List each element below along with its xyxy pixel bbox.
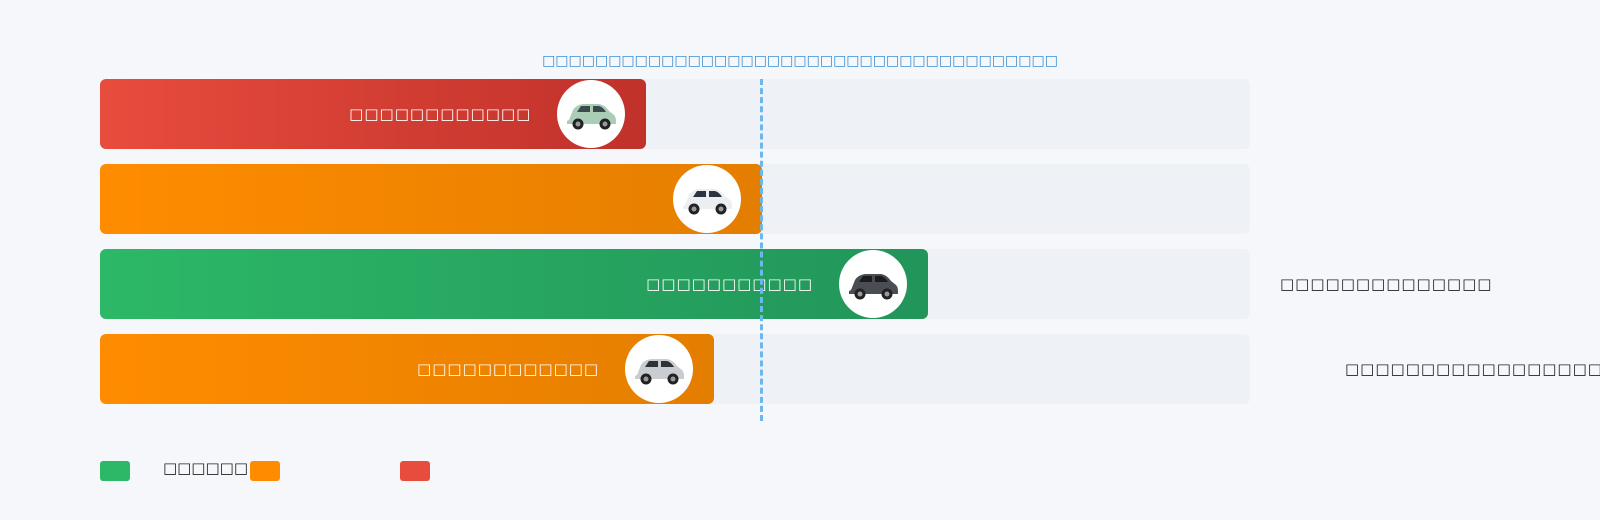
reference-line-label: □□□□□□□□□□□□□□□□□□□□□□□□□□□□□□□□□□□□□□□ [542, 53, 1058, 69]
bar[interactable] [100, 164, 763, 234]
side-label: □□□□□□□□□□□□□□ [1280, 275, 1493, 293]
bar[interactable] [100, 334, 715, 404]
bar-label: □□□□□□□□□□□□ [417, 360, 600, 378]
bar[interactable] [100, 79, 647, 149]
legend-swatch [400, 461, 430, 481]
reference-line [760, 79, 764, 421]
bar[interactable] [100, 249, 928, 319]
legend-label: □□□□□□ [162, 459, 248, 477]
car-icon-suv-silver [627, 337, 692, 401]
car-icon-mini-mint [559, 82, 624, 146]
legend-swatch [100, 461, 130, 481]
side-label: □□□□□□□□□□□□□□□□□□□□ [1345, 360, 1600, 378]
car-icon-hatch-dark [841, 252, 905, 316]
legend-swatch [250, 461, 280, 481]
bar-label: □□□□□□□□□□□ [646, 275, 813, 293]
bar-label: □□□□□□□□□□□□ [349, 105, 532, 123]
car-icon-suv-white [675, 167, 740, 231]
